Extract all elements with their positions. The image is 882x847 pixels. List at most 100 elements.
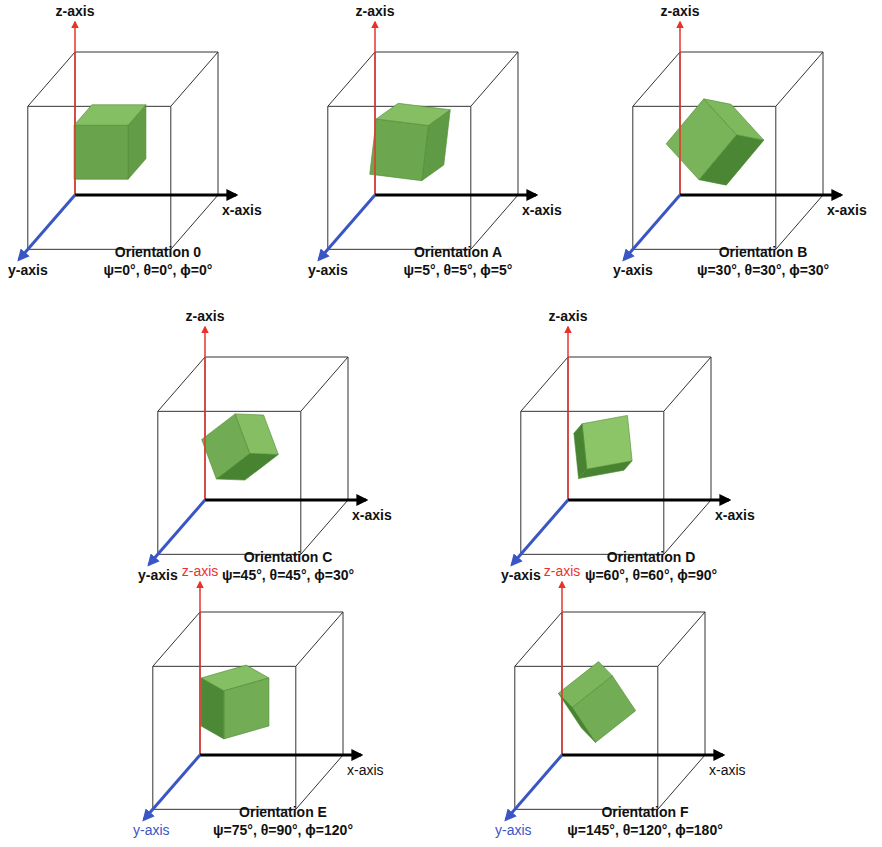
bounding-box-edge [153,612,200,666]
bounding-box-edge [300,411,301,554]
orientation-title: Orientation B [719,244,808,260]
bounding-box-edge [301,500,348,554]
axis-label: z-axis [544,563,581,579]
bounding-box-edge [562,612,705,613]
axis-label: y-axis [8,262,48,278]
bounding-box-edge [205,357,348,358]
euler-angles: ψ=75°, θ=90°, ϕ=120° [213,822,353,838]
orientation-title: Orientation C [244,549,333,565]
bounding-box-edge [375,52,518,53]
bounding-box-edge [658,755,705,809]
bounding-box-edge [296,612,343,666]
bounding-box-edge [711,357,712,500]
bounding-box-edge [28,52,75,106]
bounding-box-edge [775,106,776,249]
orientation-title: Orientation D [607,549,696,565]
z-axis-arrow [74,22,76,195]
x-axis-arrow [75,194,236,197]
bounding-box-edge [75,52,218,53]
bounding-box-edge [327,106,328,249]
cube-face [558,693,595,742]
y-axis-arrow [19,195,75,260]
orientation-panel [149,327,366,565]
bounding-box-edge [518,52,519,195]
x-axis-arrow [375,194,536,197]
axis-label: y-axis [138,567,178,583]
z-axis-arrow [567,327,569,500]
bounding-box-edge [157,411,158,554]
y-axis-arrow [149,500,205,565]
bounding-box-edge [328,52,375,106]
axis-label: y-axis [495,822,532,838]
bounding-box-edge [663,411,664,554]
cube-face [370,119,429,181]
bounding-box-edge [343,612,344,755]
axis-label: x-axis [522,202,562,218]
orientation-panel [512,327,729,565]
euler-angles: ψ=45°, θ=45°, ϕ=30° [222,567,354,583]
axis-label: z-axis [186,308,225,324]
bounding-box-edge [664,500,711,554]
orientation-panel [506,582,723,820]
axis-label: x-axis [347,762,384,778]
euler-angles: ψ=30°, θ=30°, ϕ=30° [697,262,829,278]
bounding-box-edge [470,106,471,249]
axis-label: z-axis [182,563,219,579]
axis-label: x-axis [715,507,755,523]
bounding-box-edge [471,195,518,249]
axis-label: x-axis [352,507,392,523]
bounding-box-edge [657,666,658,809]
bounding-box-edge [658,612,705,666]
z-axis-arrow [561,582,563,755]
x-axis-arrow [680,194,841,197]
euler-angles: ψ=60°, θ=60°, ϕ=90° [585,567,717,583]
bounding-box-edge [823,52,824,195]
bounding-box-edge [515,666,658,667]
axis-label: y-axis [613,262,653,278]
bounding-box-edge [521,411,664,412]
x-axis-arrow [200,754,361,757]
z-axis-arrow [374,22,376,195]
x-axis-arrow [205,499,366,502]
cube-face [582,415,632,469]
orientation-panel [19,22,236,260]
orientation-title: Orientation 0 [115,244,201,260]
axis-label: x-axis [222,202,262,218]
cube-face [74,105,146,126]
bounding-box-edge [515,612,562,666]
orientation-panel [624,22,841,260]
y-axis-arrow [144,755,200,820]
cube-face [376,103,450,125]
bounding-box-edge [776,52,823,106]
axis-label: z-axis [549,308,588,324]
orientation-panel [144,582,361,820]
bounding-box-edge [471,52,518,106]
euler-angles: ψ=5°, θ=5°, ϕ=5° [404,262,513,278]
axis-label: z-axis [356,3,395,19]
orientation-title: Orientation A [414,244,502,260]
bounding-box-edge [301,357,348,411]
z-axis-arrow [199,582,201,755]
x-axis-arrow [562,754,723,757]
cube-face [201,678,224,739]
bounding-box-edge [521,357,568,411]
bounding-box-edge [152,666,153,809]
axis-label: z-axis [56,3,95,19]
orientation-title: Orientation F [601,804,688,820]
cube-face [574,424,587,479]
cube-face [704,99,764,140]
y-axis-arrow [506,755,562,820]
cube-face [74,125,128,179]
y-axis-arrow [512,500,568,565]
orientation-title: Orientation E [239,804,327,820]
bounding-box-edge [568,357,711,358]
bounding-box-edge [200,612,343,613]
bounding-box-edge [218,52,219,195]
bounding-box-edge [170,106,171,249]
bounding-box-edge [776,195,823,249]
y-axis-arrow [624,195,680,260]
axis-label: x-axis [709,762,746,778]
bounding-box-edge [348,357,349,500]
bounding-box-edge [664,357,711,411]
orientation-panel [319,22,536,260]
